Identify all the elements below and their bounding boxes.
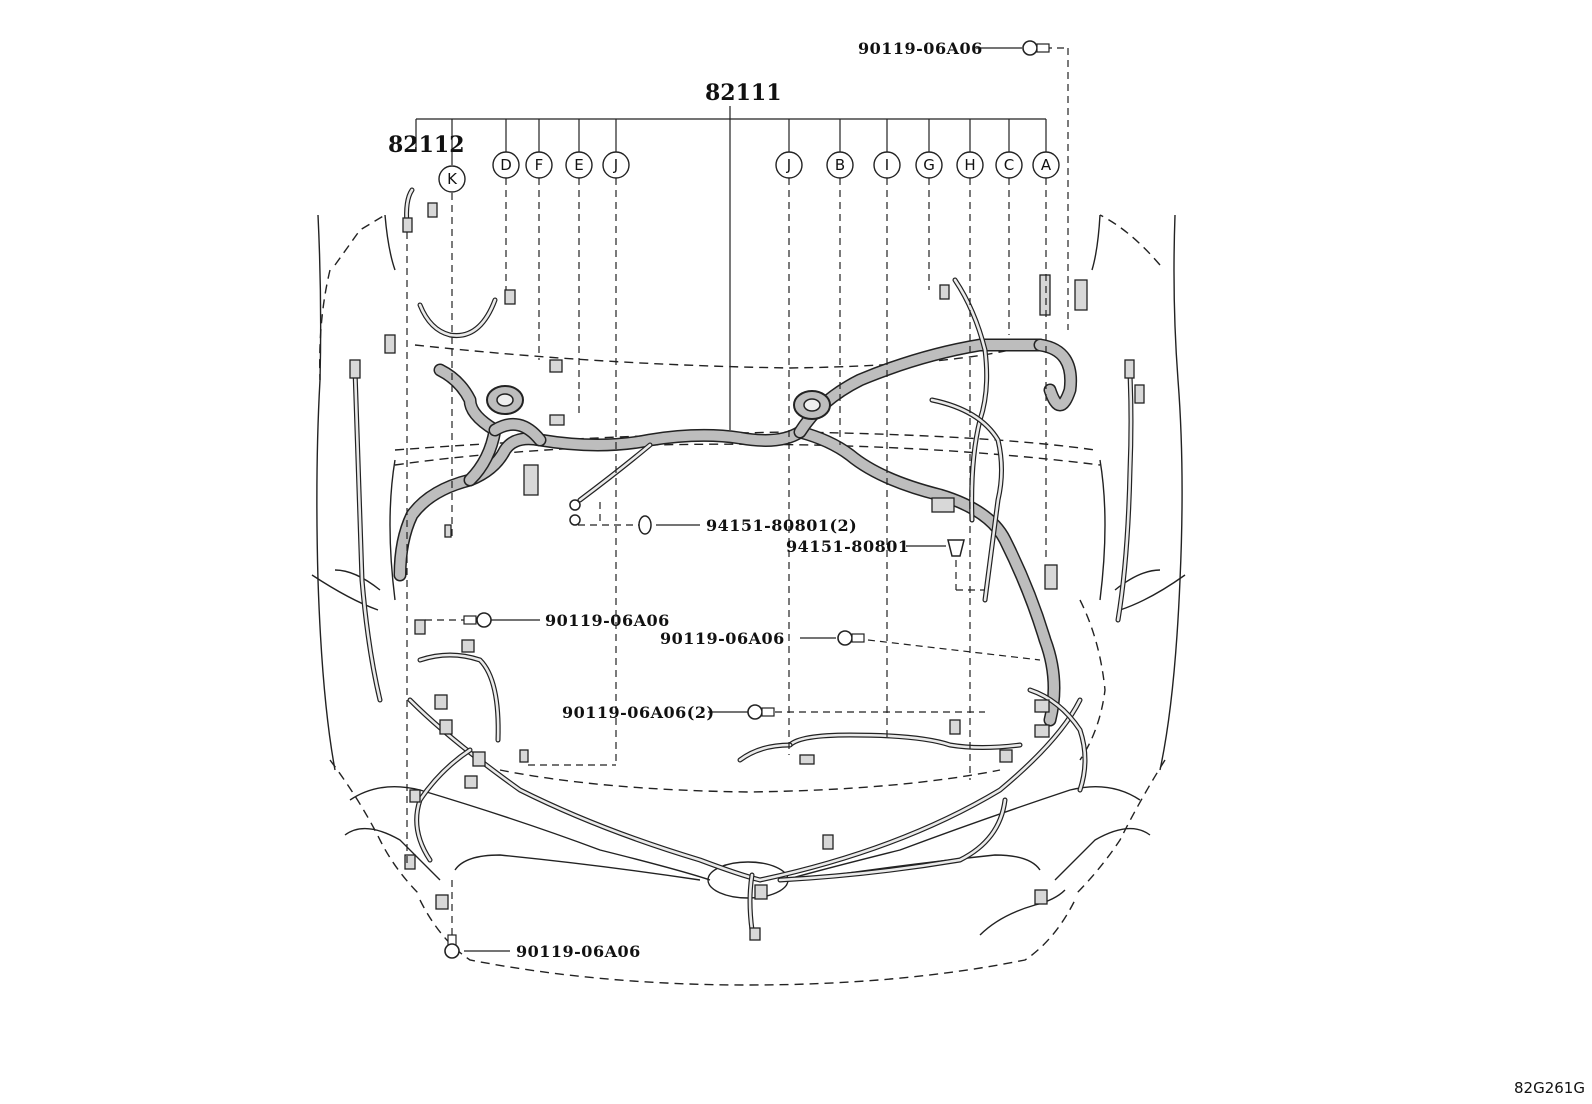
callout-a: A [1032,151,1060,179]
svg-text:90119-06A06: 90119-06A06 [660,629,785,648]
svg-text:F: F [535,156,544,174]
svg-text:K: K [447,170,458,188]
main-part-bracket [415,106,1047,430]
main-harness-82111 [393,338,1078,727]
callout-h: H [956,151,984,179]
svg-text:90119-06A06(2): 90119-06A06(2) [562,703,715,722]
callout-b: B [826,151,854,179]
bolt-icon [837,630,853,646]
callout-j-left: J [602,151,630,179]
callout-i: I [873,151,901,179]
svg-text:90119-06A06: 90119-06A06 [545,611,670,630]
fastener-left-middle: 90119-06A06 [425,611,670,630]
svg-text:J: J [613,156,618,174]
bolt-icon [444,943,460,959]
clip-icon [638,515,652,535]
fastener-bolt-pair: 90119-06A06(2) [562,703,985,722]
svg-text:G: G [923,156,935,174]
bolt-icon [747,704,763,720]
part-82112-label: 82112 [388,132,465,158]
svg-text:J: J [786,156,791,174]
callout-f: F [525,151,553,179]
bolt-icon [476,612,492,628]
svg-text:H: H [964,156,975,174]
svg-text:D: D [500,156,512,174]
svg-text:C: C [1004,156,1014,174]
callout-leaders [406,48,1069,865]
svg-text:94151-80801: 94151-80801 [786,537,909,556]
svg-text:90119-06A06: 90119-06A06 [516,942,641,961]
svg-text:94151-80801(2): 94151-80801(2) [706,516,857,535]
callout-g: G [915,151,943,179]
clip-icon [947,539,965,557]
svg-text:B: B [835,156,845,174]
callout-c: C [995,151,1023,179]
fastener-center: 90119-06A06 [660,629,1041,661]
callout-d: D [492,151,520,179]
part-82111-label: 82111 [705,80,782,106]
fastener-clip-pair: 94151-80801(2) [569,499,857,535]
connectors [349,202,1145,941]
callout-circles: K D F E J J B I [438,151,1060,193]
figure-code: 82G261G [1514,1079,1585,1097]
fastener-clip-single: 94151-80801 [786,537,985,591]
fastener-top-right: 90119-06A06 [858,39,1068,58]
svg-text:E: E [574,156,583,174]
callout-k: K [438,165,466,193]
bolt-icon [1022,40,1038,56]
svg-text:A: A [1041,156,1052,174]
svg-text:90119-06A06: 90119-06A06 [858,39,983,58]
fastener-bottom-left: 90119-06A06 [444,880,641,961]
svg-text:I: I [885,156,889,174]
callout-e: E [565,151,593,179]
callout-j-right: J [775,151,803,179]
